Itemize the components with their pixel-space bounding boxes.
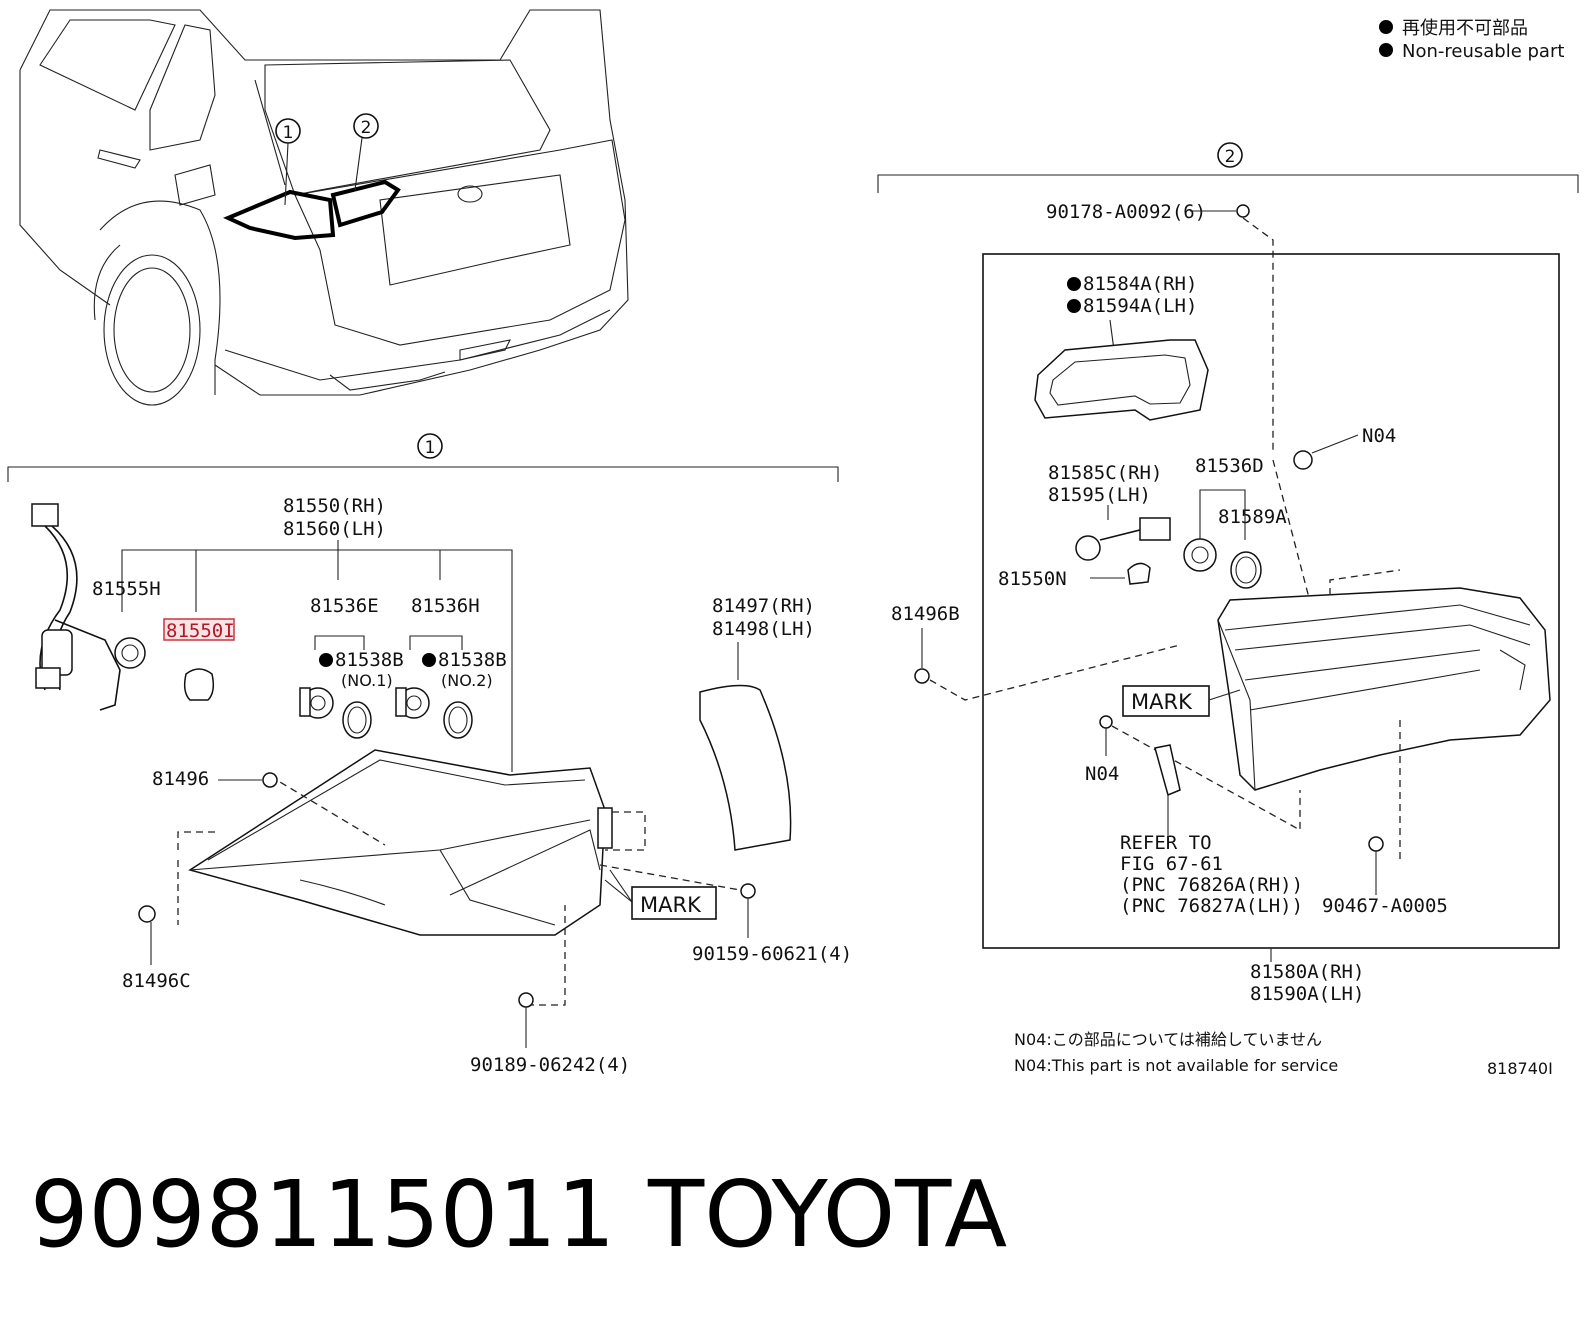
mark-box xyxy=(631,886,717,920)
caption-part-number: 9098115011 xyxy=(30,1161,615,1268)
bulb-81550i xyxy=(183,668,215,701)
label-81594a: 81594A(LH) xyxy=(1083,295,1197,317)
label-81536e: 81536E xyxy=(310,595,379,617)
label-81584a: 81584A(RH) xyxy=(1083,273,1197,295)
nut-90467-icon xyxy=(1368,836,1384,852)
gasket-81538b-2 xyxy=(443,701,473,739)
label-n04-a: N04 xyxy=(1362,425,1396,447)
non-reusable-bullet-icon xyxy=(319,653,333,667)
legend-jp: 再使用不可部品 xyxy=(1402,18,1528,39)
label-refer-3: (PNC 76826A(RH)) xyxy=(1120,874,1303,896)
note-n04-en: N04:This part is not available for servi… xyxy=(1014,1056,1338,1075)
bracket-refer-icon xyxy=(1154,744,1181,797)
legend-bullet-icon xyxy=(1379,43,1393,57)
mark-box xyxy=(1122,685,1210,717)
socket-81585c xyxy=(1075,517,1171,561)
screw-90178-icon xyxy=(1236,204,1250,218)
label-refer-1: REFER TO xyxy=(1120,832,1212,854)
label-81550n: 81550N xyxy=(998,568,1067,590)
screw-90189-icon xyxy=(518,992,534,1008)
socket-81536e xyxy=(299,687,334,719)
callout-2-circle xyxy=(1217,142,1243,168)
ring-81589a xyxy=(1230,551,1262,589)
wire-harness-81555h xyxy=(31,503,146,711)
label-81589a: 81589A xyxy=(1218,506,1287,528)
screw-90159-icon xyxy=(740,883,756,899)
label-no1: (NO.1) xyxy=(341,671,393,690)
tail-lamp-81550 xyxy=(188,749,613,936)
label-81580a: 81580A(RH) xyxy=(1250,961,1364,983)
non-reusable-bullet-icon xyxy=(422,653,436,667)
label-90189: 90189-06242(4) xyxy=(470,1054,630,1076)
gasket-81538b-1 xyxy=(342,701,372,739)
label-81538b-1: 81538B xyxy=(335,649,404,671)
callout-1-label: 1 xyxy=(283,123,294,143)
non-reusable-bullet-icon xyxy=(1067,277,1081,291)
highlight-box xyxy=(163,618,235,641)
nut-81496c-icon xyxy=(138,905,156,923)
callout-2-circle xyxy=(353,113,379,139)
label-81496c: 81496C xyxy=(122,970,191,992)
label-81550-rh: 81550(RH) xyxy=(283,495,386,517)
figure-id: 818740I xyxy=(1487,1059,1553,1078)
label-refer-2: FIG 67-61 xyxy=(1120,853,1223,875)
label-81498-lh: 81498(LH) xyxy=(712,618,815,640)
caption-brand: TOYOTA xyxy=(647,1161,1007,1268)
label-90467: 90467-A0005 xyxy=(1322,895,1448,917)
label-81497-rh: 81497(RH) xyxy=(712,595,815,617)
label-mark-right: MARK xyxy=(1131,690,1193,714)
legend-bullet-icon xyxy=(1379,20,1393,34)
label-81595: 81595(LH) xyxy=(1048,484,1151,506)
label-81560-lh: 81560(LH) xyxy=(283,518,386,540)
callout-2-label: 2 xyxy=(361,118,372,138)
n04-clip-icon xyxy=(1293,450,1313,470)
group-1-label: 1 xyxy=(425,438,436,458)
label-81590a: 81590A(LH) xyxy=(1250,983,1364,1005)
socket-81536h xyxy=(395,687,430,719)
lens-81497 xyxy=(699,684,792,851)
bulb-81550n xyxy=(1127,562,1151,585)
label-refer-4: (PNC 76827A(LH)) xyxy=(1120,895,1303,917)
vehicle-rear-illustration xyxy=(19,9,629,406)
label-mark-left: MARK xyxy=(640,893,702,917)
group-2-label: 2 xyxy=(1225,147,1236,167)
label-81536h: 81536H xyxy=(411,595,480,617)
nut-81496b-icon xyxy=(914,668,930,684)
n04-screw-icon xyxy=(1099,715,1113,729)
tail-lamp-81580a xyxy=(1217,587,1551,791)
label-no2: (NO.2) xyxy=(441,671,493,690)
label-81536d: 81536D xyxy=(1195,455,1264,477)
label-81496: 81496 xyxy=(152,768,209,790)
non-reusable-bullet-icon xyxy=(1067,299,1081,313)
label-n04-b: N04 xyxy=(1085,763,1119,785)
label-81496b: 81496B xyxy=(891,603,960,625)
nut-81496-icon xyxy=(262,772,278,788)
label-90159: 90159-60621(4) xyxy=(692,943,852,965)
label-81550i[interactable]: 81550I xyxy=(166,620,235,642)
callout-1-circle xyxy=(417,433,443,459)
label-90178: 90178-A0092(6) xyxy=(1046,201,1206,223)
gasket-81584a xyxy=(1034,339,1209,421)
label-81555h: 81555H xyxy=(92,578,161,600)
label-81585c: 81585C(RH) xyxy=(1048,462,1162,484)
note-n04-jp: N04:この部品については補給していません xyxy=(1014,1030,1322,1049)
socket-81536d xyxy=(1183,538,1217,572)
label-81538b-2: 81538B xyxy=(438,649,507,671)
legend-en: Non-reusable part xyxy=(1402,41,1564,62)
